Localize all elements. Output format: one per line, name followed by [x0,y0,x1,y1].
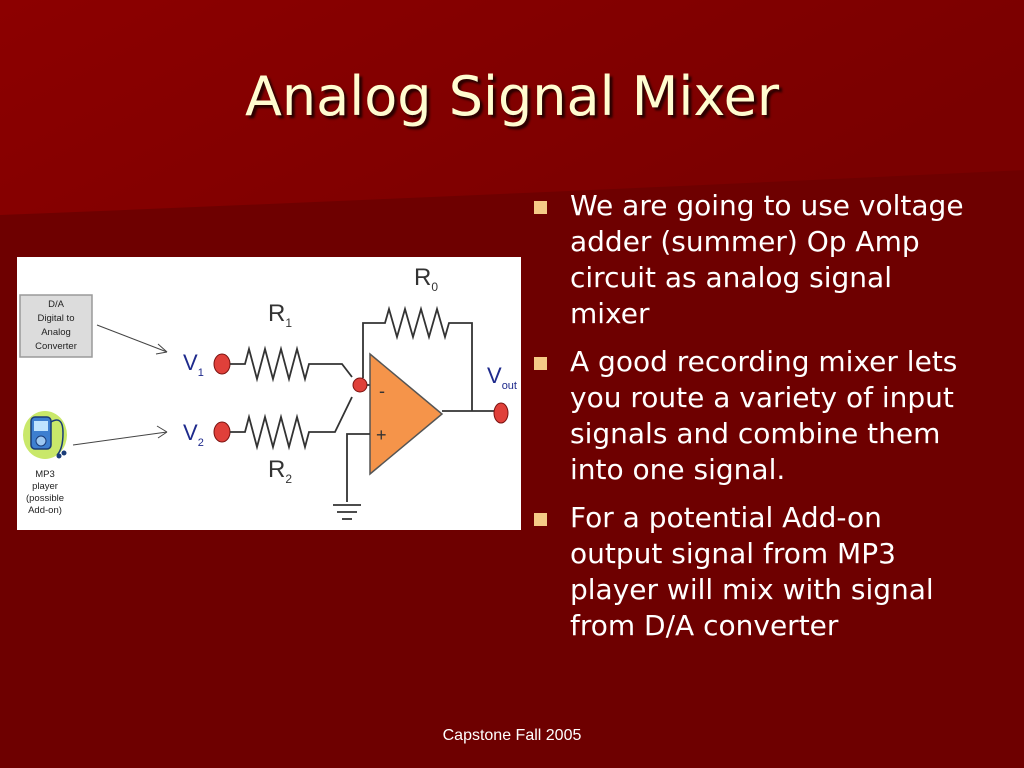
opamp-minus-sign: - [379,381,385,401]
mp3-caption-line-4: Add-on) [28,505,62,516]
v2-label: V2 [183,420,204,449]
bullet-text: We are going to use voltage adder (summe… [570,189,964,330]
opamp-plus-sign: + [376,425,387,445]
slide-title: Analog Signal Mixer [244,65,780,128]
bullet-text: For a potential Add-on output signal fro… [570,501,934,642]
bullet-marker [534,357,547,370]
resistor-r0 [362,305,473,411]
bullet-marker [534,201,547,214]
bullet-list: We are going to use voltage adder (summe… [534,188,974,656]
da-box-line-2: Digital to [38,313,75,324]
da-box-line-4: Converter [35,341,77,352]
bullet-item: A good recording mixer lets you route a … [534,344,974,488]
vout-label: Vout [487,363,517,392]
background-band [0,0,1024,215]
source-arrow-2 [72,425,168,446]
bullet-text: A good recording mixer lets you route a … [570,345,958,486]
slide-footer: Capstone Fall 2005 [442,727,582,744]
da-box-line-1: D/A [48,299,65,310]
bullet-item: For a potential Add-on output signal fro… [534,500,974,644]
r0-label: R0 [414,264,438,294]
ground-symbol [333,433,370,520]
summing-junction [352,377,368,393]
resistor-r2 [230,396,353,451]
v2-terminal [213,421,231,443]
mp3-caption-line-3: (possible [26,493,64,504]
bullet-marker [534,513,547,526]
v1-terminal [213,353,231,375]
r2-label: R2 [268,456,292,486]
resistor-r1 [230,345,353,383]
op-amp: - + [369,352,444,476]
circuit-diagram: D/A Digital to Analog Converter MP3 play… [17,257,521,530]
r1-label: R1 [268,300,292,330]
da-converter-box: D/A Digital to Analog Converter [19,294,93,358]
bullet-item: We are going to use voltage adder (summe… [534,188,974,332]
mp3-caption-line-1: MP3 [35,469,55,480]
da-box-line-3: Analog [41,327,71,338]
v1-label: V1 [183,350,204,379]
output-terminal [493,402,509,424]
mp3-player-icon [23,411,67,459]
source-arrow-1 [96,324,168,355]
mp3-caption-line-2: player [32,481,58,492]
